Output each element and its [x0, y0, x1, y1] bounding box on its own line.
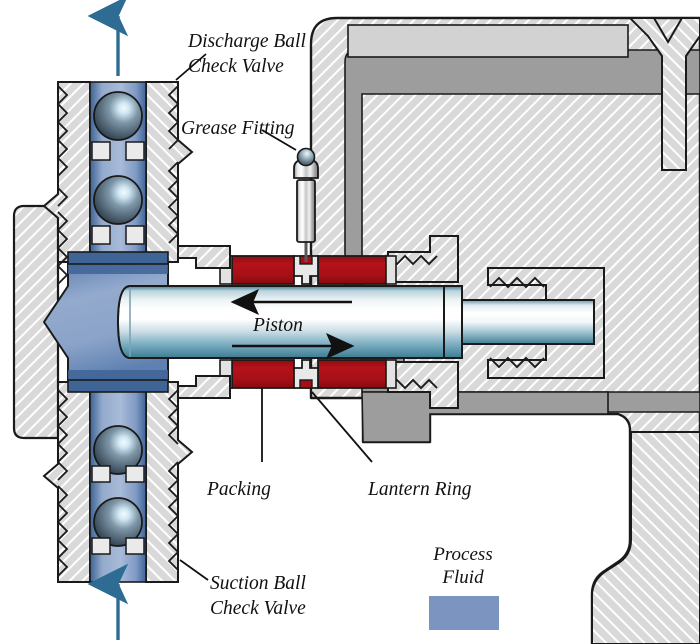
discharge-thread-right — [167, 85, 180, 244]
discharge-seat-upper-left — [91, 141, 111, 161]
label-suction-ball-check-valve-line1: Suction Ball — [210, 573, 306, 594]
packing-endring-upper — [385, 255, 397, 285]
grease-fitting-body — [296, 179, 316, 243]
grease-fitting — [293, 147, 319, 262]
legend-label-line2: Fluid — [441, 567, 484, 588]
suction-seat-upper-left — [91, 465, 111, 483]
legend-process-fluid: Process Fluid — [429, 544, 499, 630]
leader-lantern-ring — [311, 391, 373, 463]
housing-gland-shelf — [361, 391, 609, 443]
suction-valve-right-wall — [145, 381, 194, 583]
housing-foot — [591, 431, 700, 644]
suction-ball-upper — [93, 425, 143, 475]
discharge-ball-lower — [93, 175, 143, 225]
suction-valve-collar — [67, 379, 169, 393]
discharge-seat-upper-right — [125, 141, 145, 161]
label-discharge-ball-check-valve-line2: Check Valve — [188, 56, 284, 77]
housing-v-notch — [627, 17, 700, 171]
manifold-left-block — [12, 204, 60, 440]
piston-rod — [461, 299, 595, 345]
leader-discharge-valve — [175, 53, 207, 81]
packing-lower-left — [231, 359, 295, 389]
piston-assembly — [116, 285, 595, 359]
leader-suction-valve — [179, 559, 209, 581]
suction-thread-left — [56, 389, 69, 577]
legend-swatch-process-fluid — [429, 596, 499, 630]
suction-seat-lower-right — [125, 537, 145, 555]
rod-boss-thread-upper — [489, 276, 545, 289]
gland-thread-upper — [388, 254, 438, 266]
discharge-ball-upper — [93, 91, 143, 141]
suction-ball-check-valve — [42, 379, 194, 640]
piston-right-shoulder — [443, 285, 463, 359]
rod-boss-thread-lower — [489, 356, 545, 369]
label-discharge-ball-check-valve-line1: Discharge Ball — [187, 31, 306, 52]
leader-lines — [175, 53, 373, 581]
gland-thread-lower — [388, 378, 438, 390]
packing-upper-left — [231, 255, 295, 285]
grease-fitting-ball-icon — [296, 147, 316, 167]
label-piston: Piston — [252, 315, 303, 336]
label-suction-ball-check-valve-line2: Check Valve — [210, 598, 306, 619]
discharge-ball-check-valve — [42, 0, 194, 285]
packing-endring-lower — [385, 359, 397, 389]
suction-thread-right — [167, 389, 180, 571]
leader-grease-fitting — [261, 129, 297, 151]
fluid-band-bottom — [68, 370, 168, 382]
housing-top-band — [347, 24, 629, 58]
discharge-valve-collar — [67, 251, 169, 265]
discharge-seat-lower-right — [125, 225, 145, 245]
label-lantern-ring: Lantern Ring — [367, 479, 472, 500]
suction-seat-lower-left — [91, 537, 111, 555]
discharge-thread-left — [56, 85, 69, 285]
label-packing: Packing — [206, 479, 271, 500]
label-grease-fitting: Grease Fitting — [181, 118, 295, 139]
suction-seat-upper-right — [125, 465, 145, 483]
fluid-band-top — [68, 262, 168, 274]
legend-label-line1: Process — [432, 544, 492, 565]
discharge-seat-lower-left — [91, 225, 111, 245]
lantern-ring-lower-port — [299, 379, 313, 389]
packing-upper-right — [317, 255, 387, 285]
suction-ball-lower — [93, 497, 143, 547]
packing-lower-right — [317, 359, 387, 389]
